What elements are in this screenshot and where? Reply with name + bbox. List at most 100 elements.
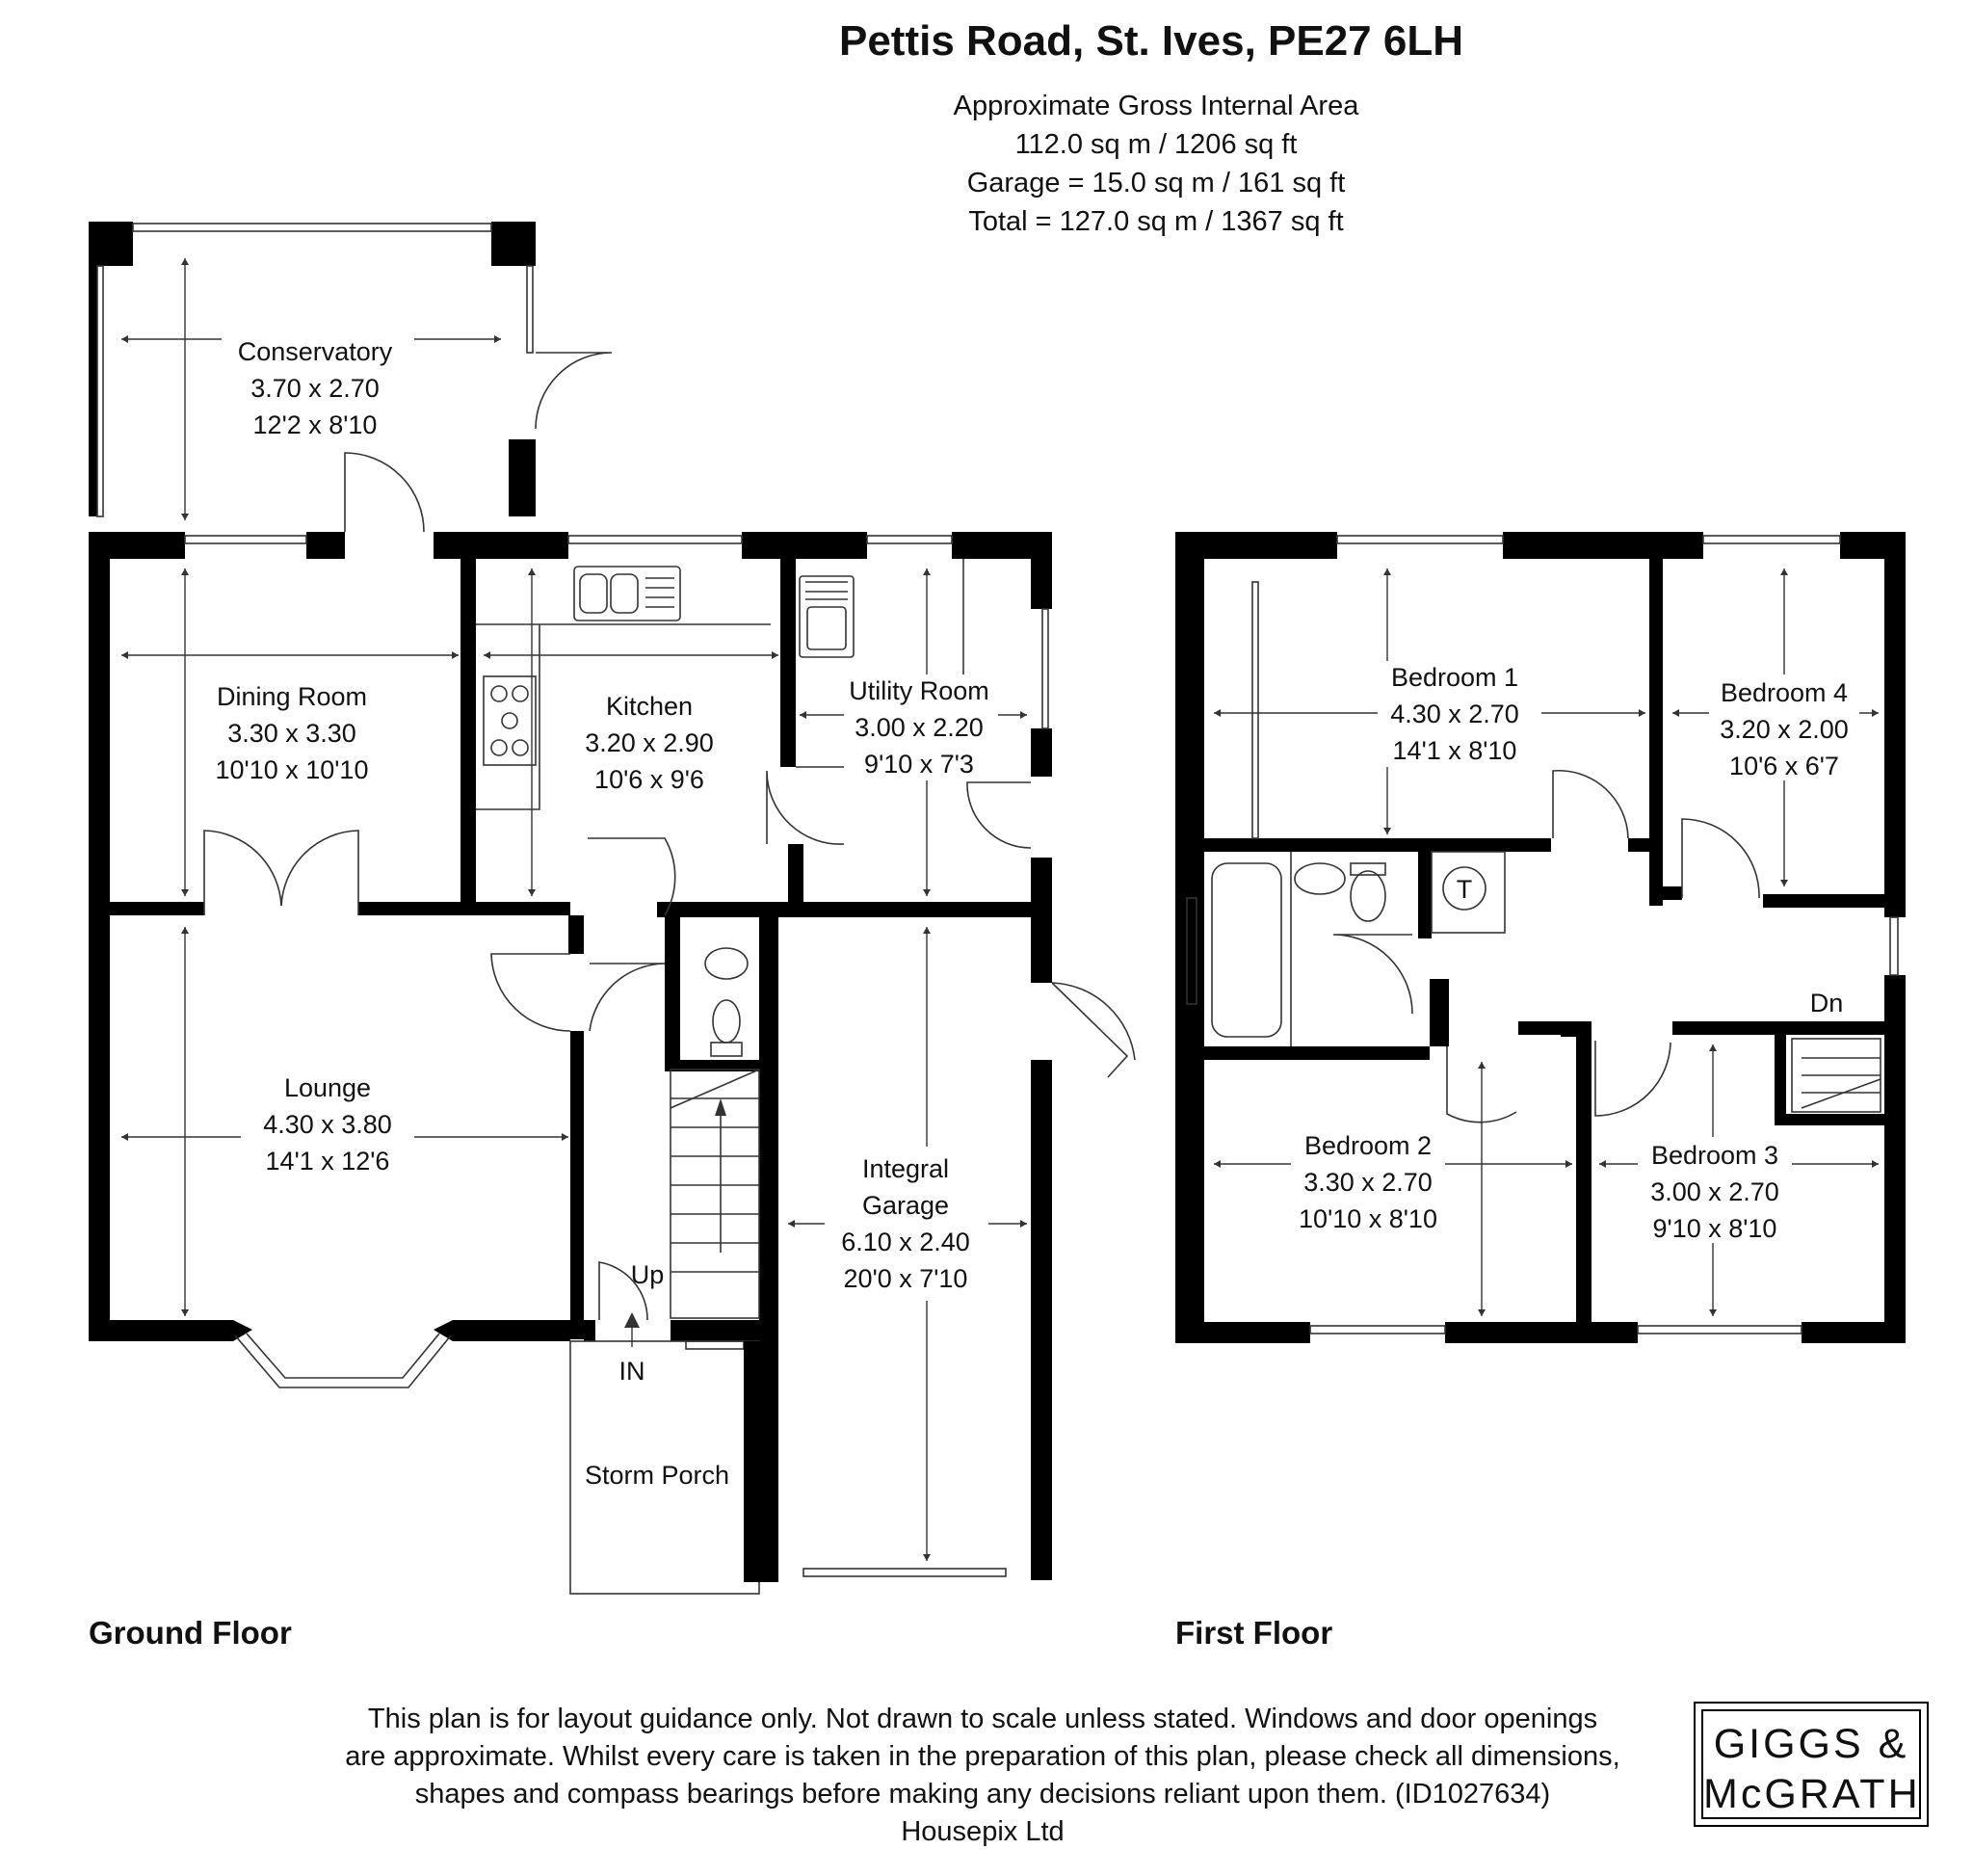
bathroom-door <box>1332 934 1413 1015</box>
utility-lower-wall <box>788 844 803 912</box>
dimension-arrowhead <box>1478 1062 1486 1069</box>
dining-kitchen-wall <box>460 559 476 906</box>
garage-metric: 6.10 x 2.40 <box>841 1228 970 1256</box>
lounge-bottom-wall-right <box>453 1320 570 1341</box>
bathroom-airing-wall <box>1418 852 1432 938</box>
bedroom1-door <box>1552 769 1629 839</box>
dimension-arrowhead <box>181 514 189 520</box>
bed2-bed3-wall <box>1576 1021 1592 1322</box>
dimension-arrowhead <box>562 1133 568 1141</box>
hall-wall-upper <box>568 915 584 954</box>
utility-right-wall-upper <box>1031 532 1052 609</box>
bedroom4-metric: 3.20 x 2.00 <box>1720 715 1849 744</box>
conservatory-window-left <box>96 265 104 517</box>
conservatory-wall-left <box>89 266 97 516</box>
up-label: Up <box>631 1260 665 1289</box>
wc-basin <box>704 947 749 980</box>
dimension-arrowhead <box>1565 1160 1572 1168</box>
dimension-arrowhead <box>772 651 778 659</box>
garage-name-line2: Garage <box>862 1191 949 1220</box>
conservatory-corner-left <box>89 222 133 266</box>
double-door-left <box>203 830 282 915</box>
ground-top-wall-3 <box>434 532 568 559</box>
conservatory-name: Conservatory <box>238 337 393 366</box>
garage-left-wall-lower <box>744 1341 778 1582</box>
bathroom-toilet <box>1350 870 1386 922</box>
front-door <box>598 1261 648 1321</box>
utility-sink <box>799 575 855 658</box>
dimension-arrowhead <box>1383 828 1391 834</box>
dimension-arrowhead <box>181 1309 189 1316</box>
bedroom1-wardrobe <box>1251 581 1259 839</box>
garage-door <box>802 1568 1007 1577</box>
bedroom3-metric: 3.00 x 2.70 <box>1650 1177 1779 1206</box>
disclaimer-line-3: shapes and compass bearings before makin… <box>414 1779 1551 1810</box>
conservatory-side-door <box>535 352 613 430</box>
area-internal: 112.0 sq m / 1206 sq ft <box>1014 129 1298 160</box>
down-label: Dn <box>1810 989 1844 1017</box>
area-heading: Approximate Gross Internal Area <box>953 91 1359 121</box>
dimension-arrowhead <box>181 927 189 934</box>
area-garage: Garage = 15.0 sq m / 161 sq ft <box>966 168 1346 198</box>
first-floor-plan: T <box>1175 532 1906 1343</box>
first-outer-wall-left <box>1175 532 1204 1343</box>
lounge-bottom-wall-left <box>89 1320 233 1341</box>
bedroom2-metric: 3.30 x 2.70 <box>1303 1168 1433 1197</box>
conservatory-window-right-upper <box>526 265 534 354</box>
wc-cistern <box>710 1042 743 1057</box>
garage-side-door <box>1051 982 1136 1061</box>
dining-lounge-wall-right <box>358 902 570 915</box>
dining-lounge-wall-left <box>110 902 204 915</box>
utility-garage-wall <box>657 902 1052 917</box>
area-summary: Approximate Gross Internal Area 112.0 sq… <box>886 87 1426 241</box>
dimension-arrowhead <box>528 568 536 575</box>
dimension-arrowhead <box>1214 709 1221 717</box>
dining-room-imperial: 10'10 x 10'10 <box>216 755 369 784</box>
bathroom-basin <box>1294 862 1346 895</box>
kitchen-utility-wall <box>780 559 796 767</box>
disclaimer-line-4: Housepix Ltd <box>901 1816 1065 1847</box>
dimension-arrowhead <box>1872 709 1879 717</box>
bedroom1-window <box>1336 535 1504 544</box>
kitchen-window <box>567 535 743 544</box>
hall-wall-left <box>570 1031 584 1339</box>
bedroom3-window <box>1637 1325 1802 1334</box>
porch-window <box>685 1340 745 1350</box>
dimension-arrowhead <box>1672 709 1679 717</box>
dimension-arrowhead <box>1639 709 1645 717</box>
conservatory-door <box>344 452 425 533</box>
area-total: Total = 127.0 sq m / 1367 sq ft <box>968 206 1344 237</box>
dimension-arrowhead <box>923 889 931 896</box>
dimension-arrowhead <box>788 1220 795 1228</box>
lounge-door <box>490 953 571 1032</box>
dimension-arrowhead <box>923 927 931 934</box>
bedroom3-imperial: 9'10 x 8'10 <box>1653 1214 1777 1243</box>
kitchen-sink <box>573 566 681 621</box>
dimension-arrowhead <box>1709 1044 1717 1051</box>
utility-room-metric: 3.00 x 2.20 <box>855 713 984 742</box>
lounge-metric: 4.30 x 3.80 <box>263 1110 392 1139</box>
dimension-arrowhead <box>452 651 459 659</box>
dimension-arrowhead <box>181 258 189 265</box>
dimension-arrowhead <box>1020 711 1027 719</box>
wc-wall-bottom <box>665 1060 771 1071</box>
hob <box>483 675 537 766</box>
dimension-arrowhead <box>1599 1160 1606 1168</box>
garage-left-wall <box>759 917 778 1341</box>
bay-window <box>234 1334 452 1388</box>
logo-line-1: GIGGS & <box>1713 1721 1909 1767</box>
dimension-arrowhead <box>121 1133 128 1141</box>
garage-right-wall-lower <box>1031 1060 1052 1580</box>
wc-door <box>589 963 666 1032</box>
dimension-arrowhead <box>1709 1309 1717 1316</box>
dimension-arrowhead <box>1020 1220 1027 1228</box>
dining-room-name: Dining Room <box>217 682 367 711</box>
ground-top-wall-1 <box>89 532 185 559</box>
conservatory-metric: 3.70 x 2.70 <box>250 374 380 403</box>
bed4-bottom-wall <box>1763 894 1884 908</box>
bath <box>1211 862 1282 1038</box>
dimension-arrowhead <box>484 651 490 659</box>
bedroom3-door <box>1594 1041 1671 1117</box>
in-label: IN <box>619 1357 645 1386</box>
logo-line-2: McGRATH <box>1703 1771 1921 1817</box>
